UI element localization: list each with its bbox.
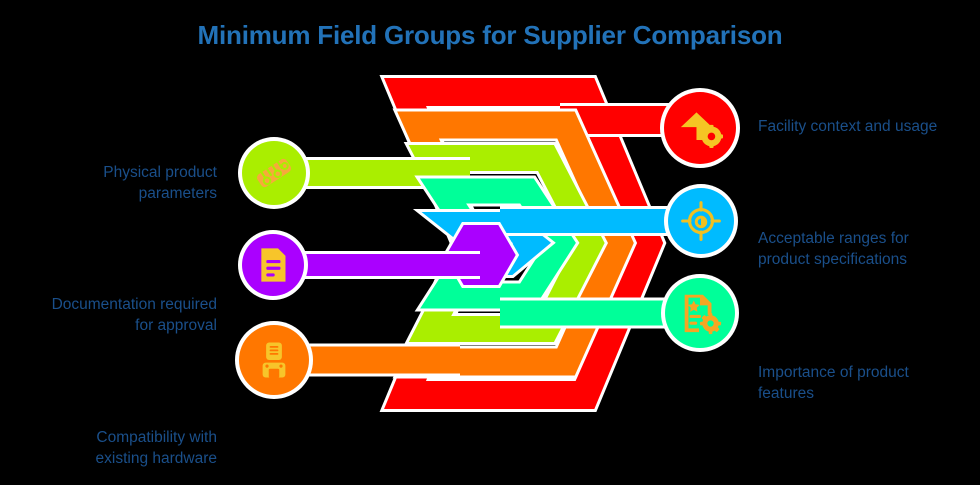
label-importance-of-features: Importance of product features bbox=[758, 364, 909, 402]
label-physical-product-parameters: Physical product parameters bbox=[103, 164, 217, 202]
label-facility-context: Facility context and usage bbox=[758, 118, 938, 135]
label-documentation-required: Documentation required for approval bbox=[51, 296, 217, 334]
page-title: Minimum Field Groups for Supplier Compar… bbox=[197, 20, 783, 50]
label-compatibility-hardware: Compatibility with existing hardware bbox=[95, 429, 217, 467]
node-facility-context[interactable] bbox=[660, 88, 740, 168]
node-importance-of-features[interactable] bbox=[661, 274, 739, 352]
node-acceptable-ranges[interactable] bbox=[664, 184, 738, 258]
node-physical-product-parameters[interactable] bbox=[238, 137, 310, 209]
label-acceptable-ranges: Acceptable ranges for product specificat… bbox=[758, 230, 909, 268]
hexagon-rings bbox=[298, 75, 678, 412]
ring-documentation-required bbox=[300, 222, 520, 288]
node-documentation-required[interactable] bbox=[238, 230, 308, 300]
document-lines-icon bbox=[261, 248, 286, 282]
node-compatibility-hardware[interactable] bbox=[235, 321, 313, 399]
